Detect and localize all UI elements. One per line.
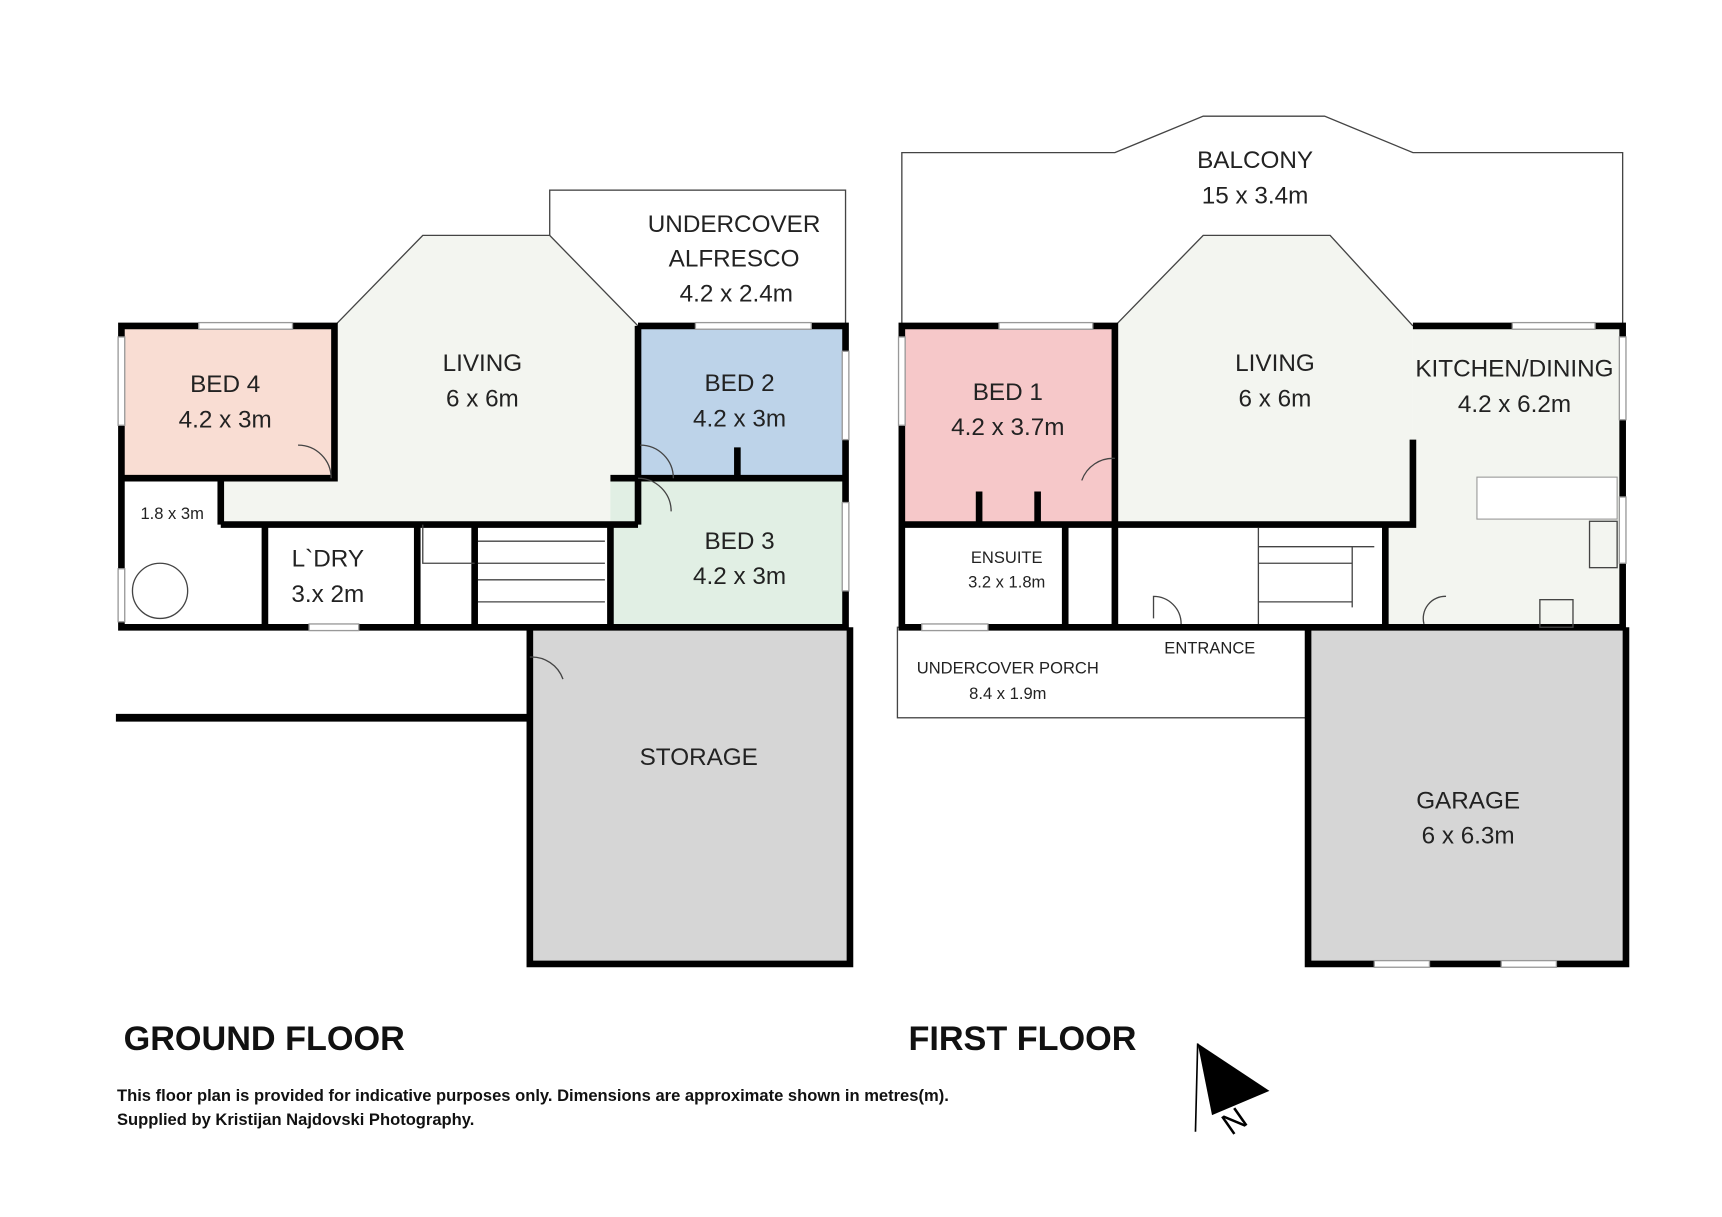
alfresco-size: 4.2 x 2.4m bbox=[680, 281, 793, 308]
first-floor-plan: BALCONY 15 x 3.4m BED 1 4.2 x 3.7m LIVIN… bbox=[896, 115, 1630, 968]
balcony-outline bbox=[901, 115, 1624, 326]
laundry-name: L`DRY bbox=[292, 546, 364, 573]
bathroom-size: 1.8 x 3m bbox=[140, 504, 203, 523]
kitchen-island bbox=[1476, 476, 1618, 520]
garage-size: 6 x 6.3m bbox=[1422, 823, 1515, 850]
alfresco-name: UNDERCOVER bbox=[648, 211, 821, 238]
first-living-name: LIVING bbox=[1235, 350, 1315, 377]
entrance-name: ENTRANCE bbox=[1164, 639, 1255, 658]
bed4-area bbox=[121, 325, 335, 479]
storage-area bbox=[529, 627, 850, 964]
balcony-size: 15 x 3.4m bbox=[1202, 182, 1309, 209]
bed1-size: 4.2 x 3.7m bbox=[951, 414, 1064, 441]
laundry-size: 3.x 2m bbox=[291, 581, 364, 608]
disclaimer-line-1: This floor plan is provided for indicati… bbox=[117, 1086, 949, 1105]
ensuite-size: 3.2 x 1.8m bbox=[968, 573, 1045, 592]
bed3-size: 4.2 x 3m bbox=[693, 563, 786, 590]
bed3-area bbox=[610, 478, 846, 628]
bed2-name: BED 2 bbox=[705, 370, 775, 397]
balcony-name: BALCONY bbox=[1197, 147, 1313, 174]
bed1-name: BED 1 bbox=[973, 379, 1043, 406]
bed4-size: 4.2 x 3m bbox=[179, 406, 272, 433]
north-arrow-icon: N bbox=[1194, 1043, 1270, 1142]
garage-area bbox=[1308, 627, 1626, 964]
bed2-size: 4.2 x 3m bbox=[693, 405, 786, 432]
kitchen-size: 4.2 x 6.2m bbox=[1458, 391, 1571, 418]
first-floor-title: FIRST FLOOR bbox=[908, 1020, 1136, 1058]
ground-living-name: LIVING bbox=[443, 350, 523, 377]
first-living-size: 6 x 6m bbox=[1239, 385, 1312, 412]
ground-floor-plan: BED 4 4.2 x 3m LIVING 6 x 6m BED 2 4.2 x… bbox=[115, 189, 854, 968]
ground-floor-title: GROUND FLOOR bbox=[124, 1020, 405, 1058]
porch-name: UNDERCOVER PORCH bbox=[917, 659, 1099, 678]
ground-living-size: 6 x 6m bbox=[446, 385, 519, 412]
storage-name: STORAGE bbox=[640, 744, 758, 771]
garage-name: GARAGE bbox=[1416, 787, 1520, 814]
bed2-area bbox=[638, 325, 846, 479]
ensuite-name: ENSUITE bbox=[971, 548, 1043, 567]
kitchen-name: KITCHEN/DINING bbox=[1415, 356, 1613, 383]
porch-size: 8.4 x 1.9m bbox=[969, 684, 1046, 703]
ground-living-area bbox=[220, 235, 639, 525]
bed3-name: BED 3 bbox=[705, 528, 775, 555]
alfresco-name-2: ALFRESCO bbox=[669, 245, 800, 272]
bed4-name: BED 4 bbox=[190, 371, 260, 398]
disclaimer-line-2: Supplied by Kristijan Najdovski Photogra… bbox=[117, 1110, 474, 1129]
first-living-area bbox=[1114, 235, 1413, 525]
bed1-area bbox=[901, 325, 1115, 525]
